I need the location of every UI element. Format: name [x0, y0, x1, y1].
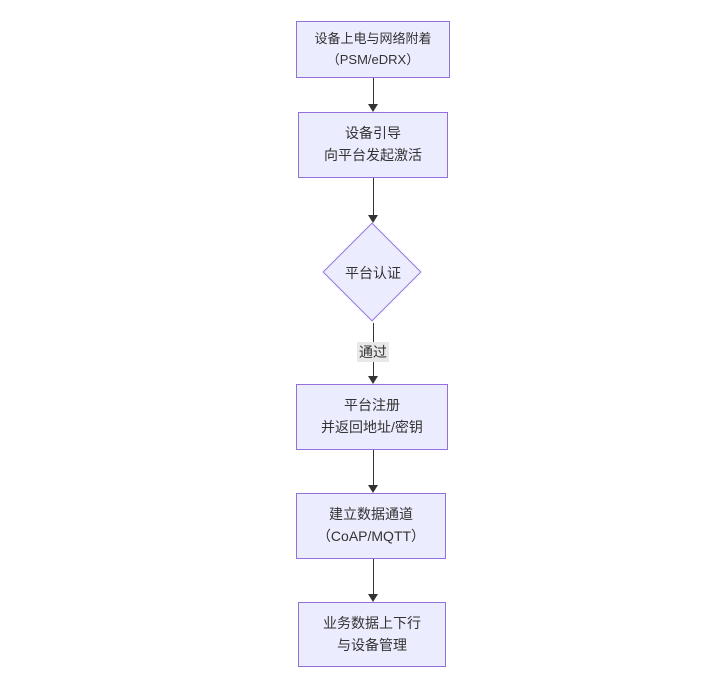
node-text-line: 并返回地址/密钥: [321, 419, 423, 435]
arrowhead-icon: [368, 215, 378, 223]
node-device-bootstrap: 设备引导 向平台发起激活: [298, 112, 448, 178]
node-business-data-mgmt: 业务数据上下行 与设备管理: [298, 602, 446, 667]
edge-line: [372, 559, 374, 597]
node-data-channel: 建立数据通道 （CoAP/MQTT）: [296, 493, 446, 559]
edge-line: [372, 78, 374, 107]
node-text-line: （CoAP/MQTT）: [316, 528, 426, 544]
arrowhead-icon: [368, 594, 378, 602]
edge-a-b: [368, 78, 378, 112]
node-text-line: 业务数据上下行: [323, 614, 421, 631]
edge-line: [372, 178, 374, 218]
arrowhead-icon: [368, 104, 378, 112]
edge-line: [372, 450, 374, 488]
node-text-line: 与设备管理: [337, 636, 407, 653]
arrowhead-icon: [368, 376, 378, 384]
edge-b-c: [368, 178, 378, 223]
edge-e-f: [368, 559, 378, 602]
node-text-line: 设备引导: [345, 125, 401, 142]
node-text-line: 向平台发起激活: [324, 147, 422, 163]
arrowhead-icon: [368, 485, 378, 493]
node-text-line: 设备上电与网络附着: [314, 31, 432, 47]
node-device-power-attach: 设备上电与网络附着 （PSM/eDRX）: [296, 21, 450, 78]
node-text-line: 建立数据通道: [329, 506, 413, 523]
node-text-line: 平台认证: [345, 265, 401, 281]
node-text-line: 平台注册: [344, 397, 400, 414]
node-platform-register: 平台注册 并返回地址/密钥: [296, 384, 448, 450]
edge-d-e: [368, 450, 378, 493]
edge-label-pass: 通过: [357, 342, 389, 362]
node-platform-auth-decision: 平台认证: [322, 222, 423, 323]
node-text-line: （PSM/eDRX）: [326, 51, 420, 67]
